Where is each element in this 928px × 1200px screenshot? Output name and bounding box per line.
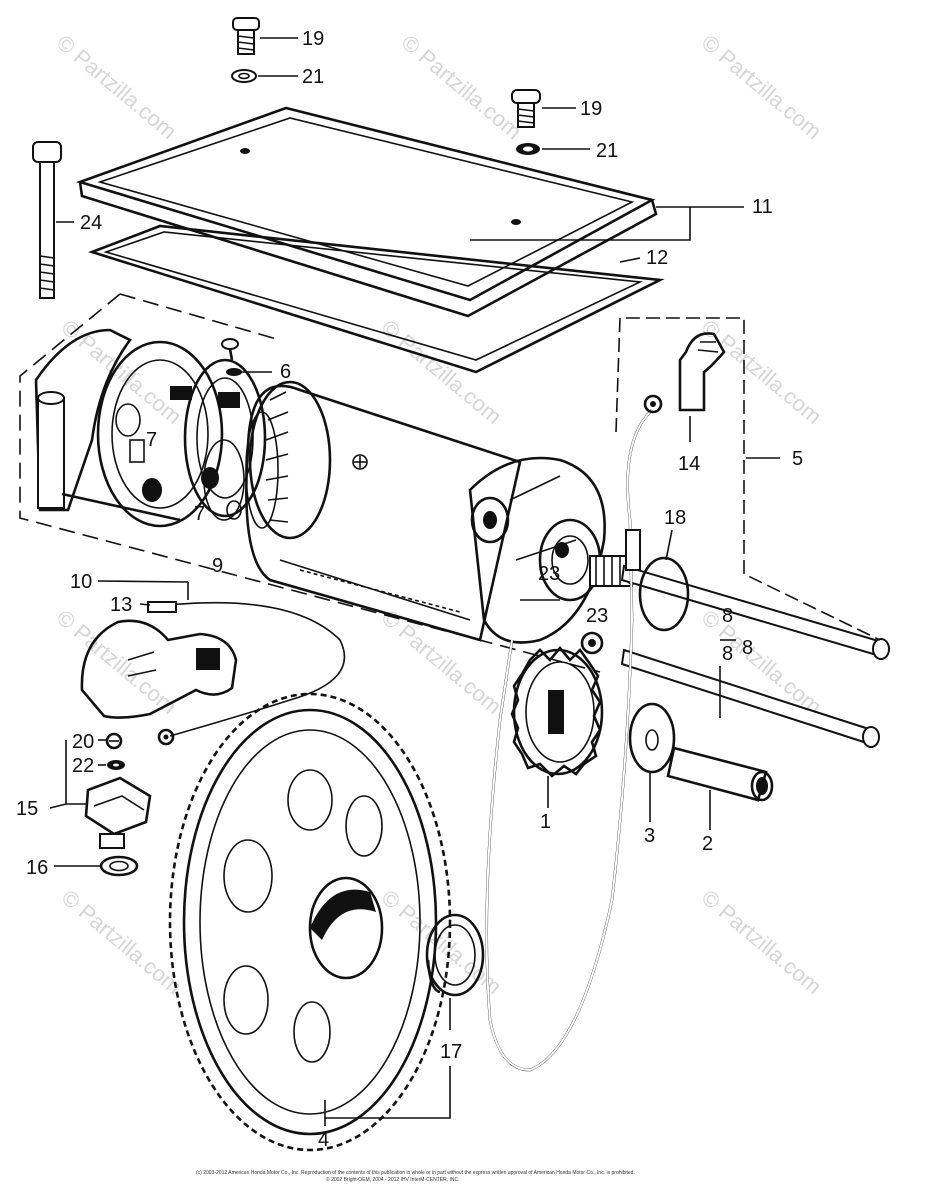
callout-20: 20 bbox=[72, 731, 94, 753]
driven-gear-4 bbox=[168, 692, 452, 1152]
callout-4: 4 bbox=[318, 1129, 329, 1151]
callout-22: 22 bbox=[72, 755, 94, 777]
callout-7-upper: 7 bbox=[146, 429, 157, 451]
washer-21-left bbox=[231, 69, 257, 83]
callout-24: 24 bbox=[80, 212, 102, 234]
watermark: © Partzilla.com bbox=[57, 315, 187, 429]
cable-5-outline bbox=[615, 317, 881, 641]
callout-9: 9 bbox=[212, 555, 223, 577]
neutral-switch-15 bbox=[84, 776, 152, 849]
callout-2: 2 bbox=[702, 833, 713, 855]
callout-11: 11 bbox=[752, 196, 773, 218]
callout-10: 10 bbox=[70, 571, 92, 593]
callout-7-lower: 7 bbox=[194, 503, 205, 525]
watermark: © Partzilla.com bbox=[377, 605, 507, 719]
through-bolt-8-lower bbox=[620, 648, 880, 748]
callout-8-lower: 8 bbox=[722, 643, 733, 665]
bolt-19-left bbox=[232, 17, 260, 55]
gasket-12 bbox=[88, 224, 665, 374]
copyright-line-1: (c) 2003-2012 American Honda Motor Co., … bbox=[196, 1170, 635, 1176]
starter-front-cover bbox=[468, 456, 606, 644]
callout-19-left: 19 bbox=[302, 28, 324, 50]
callout-5: 5 bbox=[792, 448, 803, 470]
callout-19-right: 19 bbox=[580, 98, 602, 120]
gear-1 bbox=[510, 645, 604, 778]
washer-16 bbox=[99, 855, 139, 877]
watermark: © Partzilla.com bbox=[52, 30, 182, 144]
terminal-cap-14 bbox=[678, 332, 726, 412]
starter-motor-body bbox=[245, 380, 522, 642]
callout-23-lower: 23 bbox=[586, 605, 608, 627]
brush-assembly-7 bbox=[183, 358, 267, 520]
screw-20 bbox=[105, 732, 123, 750]
shaft-2 bbox=[666, 746, 774, 802]
callout-17: 17 bbox=[440, 1041, 462, 1063]
callout-23-upper: 23 bbox=[538, 563, 560, 585]
brush-holder-plate bbox=[96, 340, 224, 528]
callout-18: 18 bbox=[664, 507, 686, 529]
callout-3: 3 bbox=[644, 825, 655, 847]
watermark: © Partzilla.com bbox=[57, 885, 187, 999]
washer-22 bbox=[107, 760, 125, 770]
starter-cable-5 bbox=[485, 394, 663, 1072]
callout-12: 12 bbox=[646, 247, 668, 269]
watermark: © Partzilla.com bbox=[377, 315, 507, 429]
washer-23 bbox=[580, 631, 604, 655]
washer-3 bbox=[628, 702, 676, 774]
watermark: © Partzilla.com bbox=[397, 30, 527, 144]
watermark: © Partzilla.com bbox=[697, 315, 827, 429]
callout-13: 13 bbox=[110, 594, 132, 616]
collar-17 bbox=[425, 913, 485, 997]
switch-boot-10 bbox=[80, 619, 238, 719]
callout-21-left: 21 bbox=[302, 66, 324, 88]
callout-8-upper: 8 bbox=[742, 637, 753, 659]
starter-end-cover bbox=[34, 328, 181, 522]
callout-14: 14 bbox=[678, 453, 700, 475]
screw-6 bbox=[221, 338, 242, 376]
bolt-19-right bbox=[511, 89, 541, 128]
switch-wire-13 bbox=[147, 601, 346, 746]
copyright-line-2: © 2002 Bright-OEM, 2004 - 2012 IHV Inter… bbox=[326, 1176, 459, 1183]
watermark: © Partzilla.com bbox=[697, 30, 827, 144]
washer-21-right bbox=[516, 143, 540, 155]
callout-6: 6 bbox=[280, 361, 291, 383]
callout-21-right: 21 bbox=[596, 140, 618, 162]
callout-15: 15 bbox=[16, 798, 38, 820]
o-ring-18 bbox=[638, 556, 690, 632]
callout-1: 1 bbox=[540, 811, 551, 833]
copyright-footer: (c) 2003-2012 American Honda Motor Co., … bbox=[196, 1170, 635, 1183]
starter-assembly-outline bbox=[19, 293, 601, 673]
callout-16: 16 bbox=[26, 857, 48, 879]
callout-labels: 1 2 3 4 5 6 7 7 8 8 8 9 10 11 12 13 14 1… bbox=[16, 28, 803, 1151]
leader-lines bbox=[49, 37, 780, 1126]
bolt-24 bbox=[32, 141, 62, 299]
callout-8-upper-b: 8 bbox=[722, 605, 733, 627]
watermark: © Partzilla.com bbox=[697, 885, 827, 999]
o-ring-9 bbox=[203, 439, 245, 521]
